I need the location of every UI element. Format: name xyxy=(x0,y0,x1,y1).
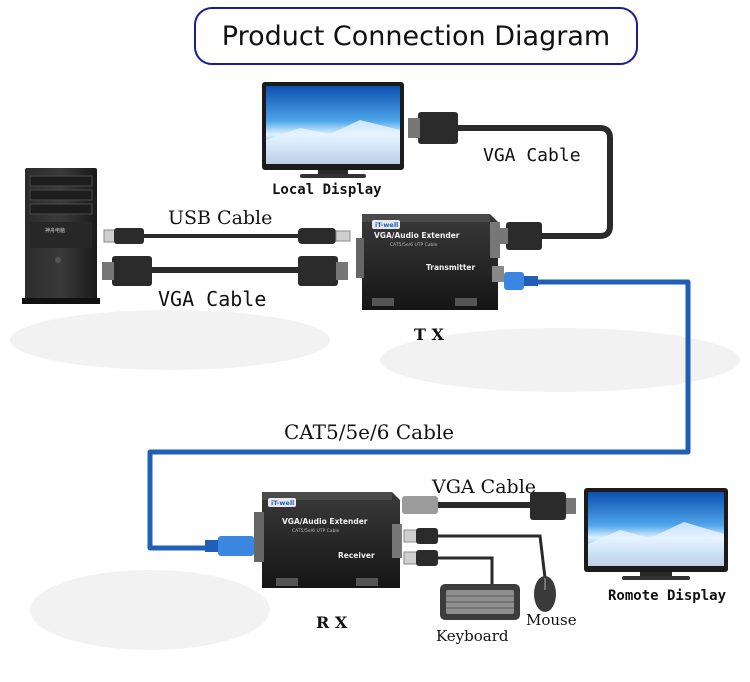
rx-role: Receiver xyxy=(338,551,375,560)
tx-product-sub: CAT5/5e/6 UTP Cable xyxy=(390,242,438,248)
label-vga-cable-top: VGA Cable xyxy=(483,145,581,166)
usb-plug-icon xyxy=(103,228,144,244)
label-tx: T X xyxy=(414,325,444,344)
rj45-tx-icon xyxy=(504,272,538,290)
tx-product-name: VGA/Audio Extender xyxy=(374,231,460,240)
usb-plug-tx-icon xyxy=(298,228,351,244)
rx-receiver-box: iT-well VGA/Audio Extender CAT5/5e/6 UTP… xyxy=(254,492,402,588)
tx-role: Transmitter xyxy=(426,263,475,272)
rj45-rx-icon xyxy=(205,536,254,556)
label-remote-display: Romote Display xyxy=(608,588,727,604)
tx-transmitter-box: iT-well VGA/Audio Extender CAT5/5e/6 UTP… xyxy=(356,214,504,310)
vga-plug-rx-icon xyxy=(402,496,438,514)
usb-plug-mouse-icon xyxy=(403,528,438,544)
vga-connector-tx-icon xyxy=(498,222,542,250)
label-vga-cable-left: VGA Cable xyxy=(158,287,266,311)
keyboard-icon xyxy=(440,584,520,620)
label-local-display: Local Display xyxy=(272,182,382,198)
keyboard-cable-path xyxy=(430,556,494,588)
label-rx: R X xyxy=(316,613,348,632)
vga-plug-remote-icon xyxy=(530,492,576,520)
local-display xyxy=(262,82,404,178)
rx-product-name: VGA/Audio Extender xyxy=(282,517,368,526)
rx-brand: iT-well xyxy=(271,499,294,507)
usb-plug-keyboard-icon xyxy=(403,550,438,566)
rx-product-sub: CAT5/5e/6 UTP Cable xyxy=(292,528,340,534)
diagram-title-text: Product Connection Diagram xyxy=(221,20,611,52)
mouse-icon xyxy=(534,576,556,612)
mouse-cable-path xyxy=(436,534,547,579)
vga-cable-top-path xyxy=(458,125,613,239)
label-usb-cable: USB Cable xyxy=(168,207,272,229)
cat-cable-path xyxy=(147,279,691,551)
vga-connector-icon xyxy=(408,112,458,144)
vga-plug-icon xyxy=(102,256,152,286)
label-mouse: Mouse xyxy=(526,611,577,629)
background-shadows xyxy=(10,310,740,650)
pc-tower: 神舟电脑 xyxy=(22,168,100,304)
remote-display xyxy=(584,488,728,580)
label-keyboard: Keyboard xyxy=(436,627,509,645)
tx-brand: iT-well xyxy=(375,221,398,229)
vga-plug-tx-icon xyxy=(298,256,348,286)
label-vga-cable-bottom: VGA Cable xyxy=(431,476,536,498)
pc-badge: 神舟电脑 xyxy=(45,227,65,234)
diagram-title: Product Connection Diagram xyxy=(194,7,638,65)
label-cat-cable: CAT5/5e/6 Cable xyxy=(284,420,454,444)
